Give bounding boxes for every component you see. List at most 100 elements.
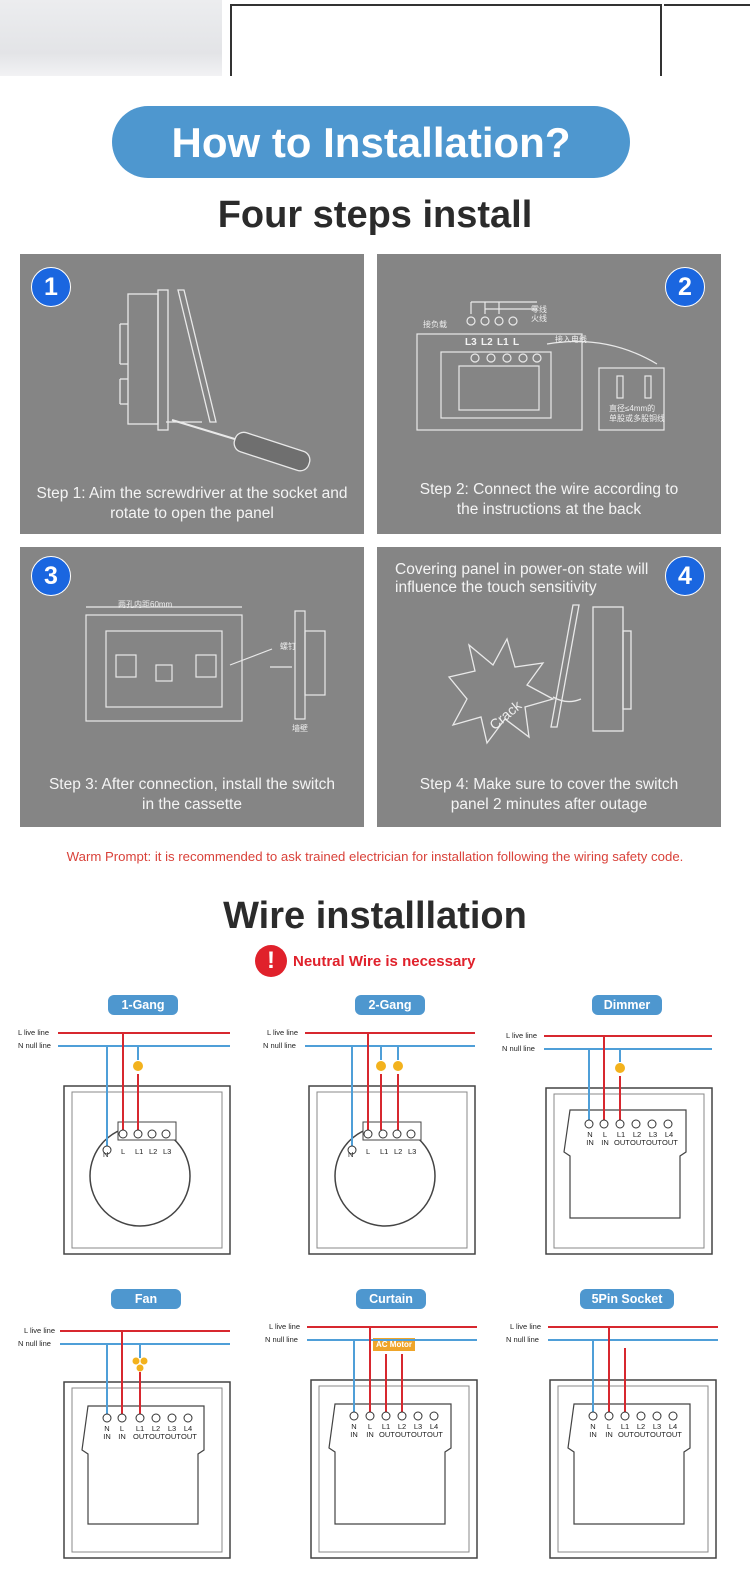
- diagram-label-2-gang: 2-Gang: [355, 995, 425, 1015]
- terminal-label: N IN: [589, 1422, 597, 1439]
- switch-frame-edge: [230, 4, 662, 76]
- terminal-label: N IN: [103, 1424, 111, 1441]
- terminal-label-2gang-n: N: [348, 1150, 354, 1159]
- terminal-label: L2 OUT: [149, 1424, 165, 1441]
- terminal-label-1gang-l3: L3: [163, 1147, 172, 1156]
- neutral-line-label: N null line: [506, 1335, 539, 1344]
- screwdriver-illustration: [119, 289, 311, 472]
- step-2-panel: 零线 火线 接负载 L3 L2 L1 L 接入电线 直径≤4mm的 单股或多股铜…: [377, 254, 721, 534]
- terminal-label: L1 OUT: [379, 1422, 395, 1439]
- neutral-line-label: N null line: [502, 1044, 535, 1053]
- diagram-label-fan: Fan: [111, 1289, 181, 1309]
- terminal-label-1gang-l: L: [121, 1147, 126, 1156]
- terminal-label-2gang-l1: L1: [380, 1147, 389, 1156]
- diagram-label-curtain: Curtain: [356, 1289, 426, 1309]
- step-4-note: Covering panel in power-on state will in…: [395, 561, 649, 596]
- step-3-panel: 两孔内距60mm 螺钉 墙壁 3 Step 3: After connectio…: [20, 547, 364, 827]
- step-2-text: Step 2: Connect the wire according to th…: [419, 481, 679, 518]
- gray-panel-edge: [0, 0, 222, 76]
- neutral-wire-text: Neutral Wire is necessary: [293, 952, 476, 970]
- wiring-dimmer: [544, 1035, 713, 1255]
- terminal-label: L3 OUT: [646, 1130, 662, 1147]
- step-2-note-neutral: 零线: [531, 305, 547, 314]
- live-line-label: L live line: [269, 1322, 300, 1331]
- cassette-illustration: [85, 606, 326, 722]
- terminal-label: L IN: [118, 1424, 126, 1441]
- terminal-label: L2 OUT: [634, 1422, 650, 1439]
- terminal-label: L2 OUT: [630, 1130, 646, 1147]
- terminal-label-1gang-l2: L2: [149, 1147, 158, 1156]
- diagram-curtain: Curtain L live line N null line AC Motor: [255, 1288, 495, 1578]
- terminal-label: L3 OUT: [650, 1422, 666, 1439]
- diagram-2-gang: 2-Gang L live line N null line: [255, 994, 495, 1284]
- wire-installation-heading: Wire installlation: [223, 895, 527, 937]
- wiring-2-gang: [305, 1032, 476, 1255]
- terminal-label: L3 OUT: [165, 1424, 181, 1441]
- step-4-panel: Crack Covering panel in power-on state w…: [377, 547, 721, 827]
- neutral-line-label: N null line: [18, 1339, 51, 1348]
- previous-image-strip: [0, 0, 750, 76]
- terminal-label: L3 OUT: [411, 1422, 427, 1439]
- step-2-badge: 2: [665, 267, 705, 307]
- terminal-l3: L3: [465, 337, 477, 348]
- diagram-label-1-gang: 1-Gang: [108, 995, 178, 1015]
- step-3-wall-note: 墙壁: [292, 724, 308, 733]
- terminal-label: N IN: [586, 1130, 594, 1147]
- diagram-fan: Fan L live line N null line: [10, 1288, 250, 1578]
- live-line-label: L live line: [506, 1031, 537, 1040]
- neutral-line-label: N null line: [18, 1041, 51, 1050]
- diagram-dimmer: Dimmer L live line N null line: [500, 994, 740, 1284]
- step-4-text: Step 4: Make sure to cover the switch pa…: [419, 776, 679, 813]
- terminal-label-2gang-l3: L3: [408, 1147, 417, 1156]
- step-1-panel: 1 Step 1: Aim the screwdriver at the soc…: [20, 254, 364, 534]
- step-1-badge: 1: [31, 267, 71, 307]
- live-line-label: L live line: [18, 1028, 49, 1037]
- step-4-badge: 4: [665, 556, 705, 596]
- step-3-badge: 3: [31, 556, 71, 596]
- terminal-label: N IN: [350, 1422, 358, 1439]
- ac-motor-label: AC Motor: [373, 1338, 415, 1351]
- diagram-5pin-socket: 5Pin Socket L live line N null line: [500, 1288, 740, 1578]
- step-2-note-load: 接负载: [423, 320, 447, 329]
- wiring-5pin-socket: [548, 1326, 718, 1559]
- step-2-wire-spec: 直径≤4mm的 单股或多股铜线: [609, 404, 665, 423]
- terminal-label: L2 OUT: [395, 1422, 411, 1439]
- wiring-1-gang: [58, 1032, 231, 1255]
- terminal-l2: L2: [481, 337, 493, 348]
- wiring-back-illustration: [416, 301, 665, 431]
- warm-prompt: Warm Prompt: it is recommended to ask tr…: [66, 849, 684, 864]
- terminal-label-2gang-l: L: [366, 1147, 371, 1156]
- installation-title-banner: How to Installation?: [112, 106, 630, 178]
- four-steps-heading: Four steps install: [217, 194, 533, 236]
- terminal-label: L1 OUT: [133, 1424, 149, 1441]
- step-3-screw-note: 螺钉: [280, 642, 296, 651]
- terminal-label: L4 OUT: [427, 1422, 443, 1439]
- step-3-text: Step 3: After connection, install the sw…: [48, 776, 336, 813]
- step-3-size-note: 两孔内距60mm: [118, 600, 173, 609]
- terminal-label: L1 OUT: [614, 1130, 630, 1147]
- live-line-label: L live line: [510, 1322, 541, 1331]
- step-2-note-live: 火线: [531, 314, 547, 323]
- terminal-l1: L1: [497, 337, 509, 348]
- terminal-label: L IN: [366, 1422, 374, 1439]
- terminal-l: L: [513, 337, 520, 348]
- terminal-label-2gang-l2: L2: [394, 1147, 403, 1156]
- neutral-line-label: N null line: [265, 1335, 298, 1344]
- switch-frame-edge-right: [664, 4, 750, 76]
- terminal-label: L4 OUT: [666, 1422, 682, 1439]
- terminal-label: L1 OUT: [618, 1422, 634, 1439]
- neutral-line-label: N null line: [263, 1041, 296, 1050]
- live-line-label: L live line: [267, 1028, 298, 1037]
- live-line-label: L live line: [24, 1326, 55, 1335]
- wiring-fan: [60, 1330, 231, 1559]
- terminal-label: L4 OUT: [662, 1130, 678, 1147]
- terminal-label: L4 OUT: [181, 1424, 197, 1441]
- terminal-label-1gang-l1: L1: [135, 1147, 144, 1156]
- terminal-label: L IN: [605, 1422, 613, 1439]
- crack-illustration: [447, 604, 632, 745]
- neutral-wire-alert: ! Neutral Wire is necessary: [255, 944, 475, 978]
- diagram-label-dimmer: Dimmer: [592, 995, 662, 1015]
- warning-icon: !: [255, 945, 287, 977]
- terminal-label: L IN: [601, 1130, 609, 1147]
- terminal-label-1gang-n: N: [103, 1150, 109, 1159]
